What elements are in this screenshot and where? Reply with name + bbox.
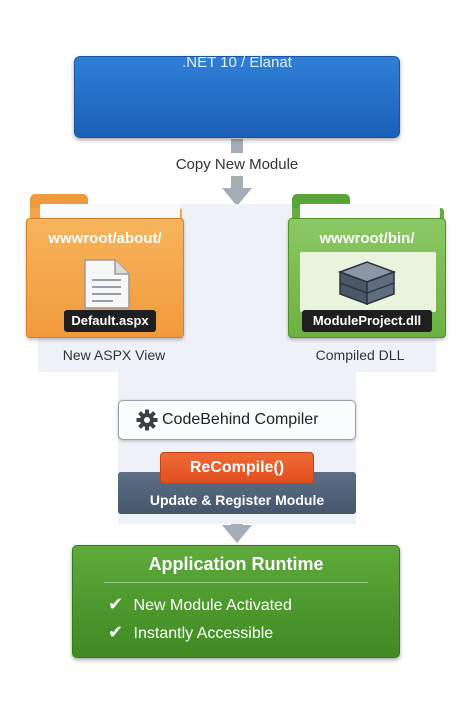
update-register-label: Update & Register Module (149, 492, 325, 508)
file-default-aspx: Default.aspx (64, 310, 156, 332)
left-caption-panel (38, 336, 190, 372)
runtime-title: Application Runtime (148, 554, 324, 574)
runtime-item: ✔ New Module Activated (108, 594, 292, 615)
compiler-label: CodeBehind Compiler (162, 411, 319, 428)
recompile-label: ReCompile() (189, 459, 285, 476)
caption-compiled-dll: Compiled DLL (315, 347, 405, 363)
database-icon (337, 261, 397, 306)
title-divider (119, 46, 355, 47)
folder-bin-path: wwwroot/bin/ (319, 230, 415, 247)
gear-icon (136, 409, 158, 431)
file-moduleproject-dll: ModuleProject.dll (302, 310, 432, 332)
app-title-box (74, 56, 400, 138)
application-runtime-box (72, 545, 400, 658)
runtime-item-label: New Module Activated (133, 597, 292, 614)
recompile-box (160, 452, 314, 484)
folder-about-path: wwwroot/about/ (48, 230, 162, 247)
check-icon: ✔ (108, 622, 124, 642)
caption-new-aspx-view: New ASPX View (62, 347, 166, 363)
runtime-divider (104, 582, 368, 583)
right-caption-panel (284, 336, 436, 372)
document-icon (84, 259, 130, 309)
app-title: Live CodeBehind App (123, 16, 351, 41)
runtime-item-label: Instantly Accessible (133, 625, 274, 642)
check-icon: ✔ (108, 594, 124, 614)
app-subtitle: .NET 10 / Elanat (182, 54, 292, 71)
runtime-item: ✔ Instantly Accessible (108, 622, 273, 643)
codebehind-compiler-box (118, 400, 356, 440)
copy-module-label: Copy New Module (175, 156, 299, 173)
